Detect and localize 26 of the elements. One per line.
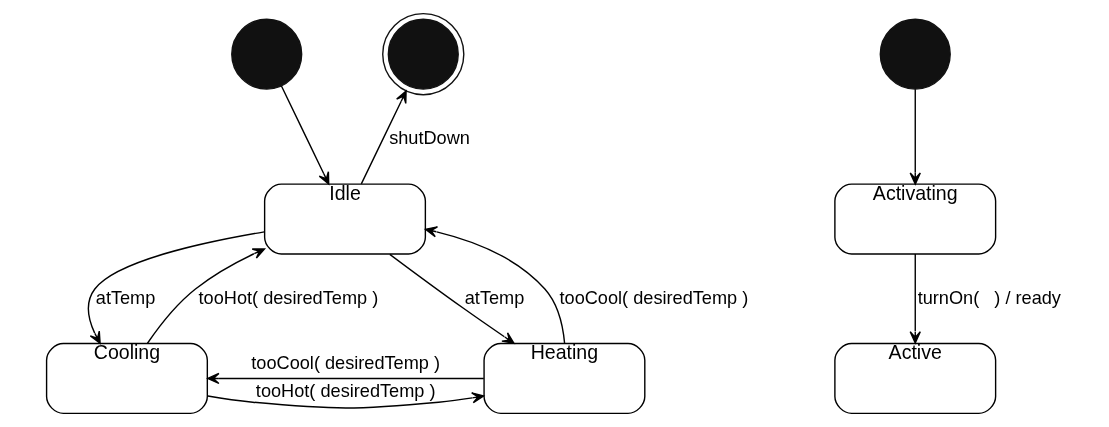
arrow — [360, 90, 407, 185]
arrow — [909, 88, 921, 185]
arrow — [146, 248, 265, 344]
edge-label: atTemp — [464, 287, 524, 308]
node-box: Cooling — [45, 342, 208, 415]
arrow — [87, 231, 265, 344]
edge-label: tooCool( desiredTemp ) — [250, 353, 440, 374]
node-box: Heating — [482, 342, 645, 415]
node-box: Active — [833, 342, 996, 415]
edge-label: tooHot( desiredTemp ) — [198, 287, 378, 308]
node-box: Activating — [833, 183, 996, 255]
arrow — [909, 253, 921, 344]
node-circle — [230, 18, 302, 90]
edge-label: shutDown — [388, 128, 470, 149]
arrow — [280, 85, 329, 185]
edge-label: atTemp — [95, 287, 155, 308]
node-circle — [879, 18, 951, 90]
arrow — [388, 253, 515, 344]
arrow — [424, 226, 565, 345]
node-bullseye — [381, 12, 464, 96]
edge-label: turnOn( ) / ready — [917, 287, 1061, 308]
arrow — [206, 372, 484, 385]
arrow — [206, 392, 484, 409]
node-box: Idle — [263, 183, 426, 255]
edge-label: tooHot( desiredTemp ) — [255, 381, 436, 402]
edge-label: tooCool( desiredTemp ) — [559, 287, 748, 308]
